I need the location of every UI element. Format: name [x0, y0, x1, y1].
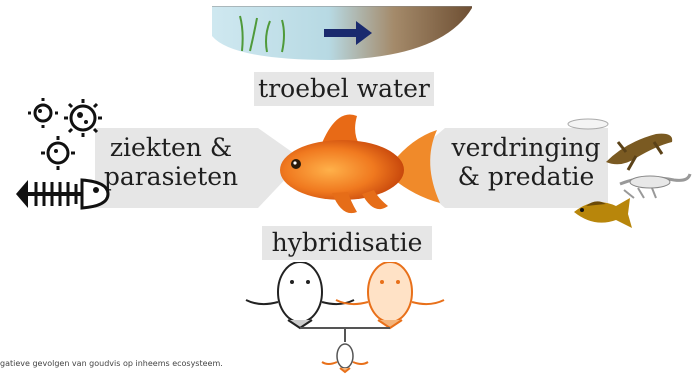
- goldfish-illustration: [252, 108, 442, 228]
- hybrid-fish-icon: [240, 262, 450, 374]
- label-left-line2: parasieten: [96, 163, 246, 192]
- tench-fish-icon: [566, 194, 636, 232]
- label-hybridisatie: hybridisatie: [262, 226, 432, 260]
- label-left-line1: ziekten &: [96, 134, 246, 163]
- hybrid-offspring: [322, 344, 368, 372]
- label-ziekten-parasieten: ziekten & parasieten: [96, 134, 246, 192]
- grey-fish-parent: [246, 262, 354, 328]
- water-gradient-panel: [212, 6, 472, 60]
- label-troebel-water: troebel water: [254, 72, 434, 106]
- fish-skeleton-icon: [14, 174, 110, 214]
- label-hybridisatie-text: hybridisatie: [262, 226, 432, 260]
- figure-caption: gatieve gevolgen van goudvis op inheems …: [0, 359, 223, 368]
- virus-icon: [28, 98, 108, 178]
- orange-fish-parent: [336, 262, 444, 328]
- label-troebel-water-text: troebel water: [254, 72, 434, 106]
